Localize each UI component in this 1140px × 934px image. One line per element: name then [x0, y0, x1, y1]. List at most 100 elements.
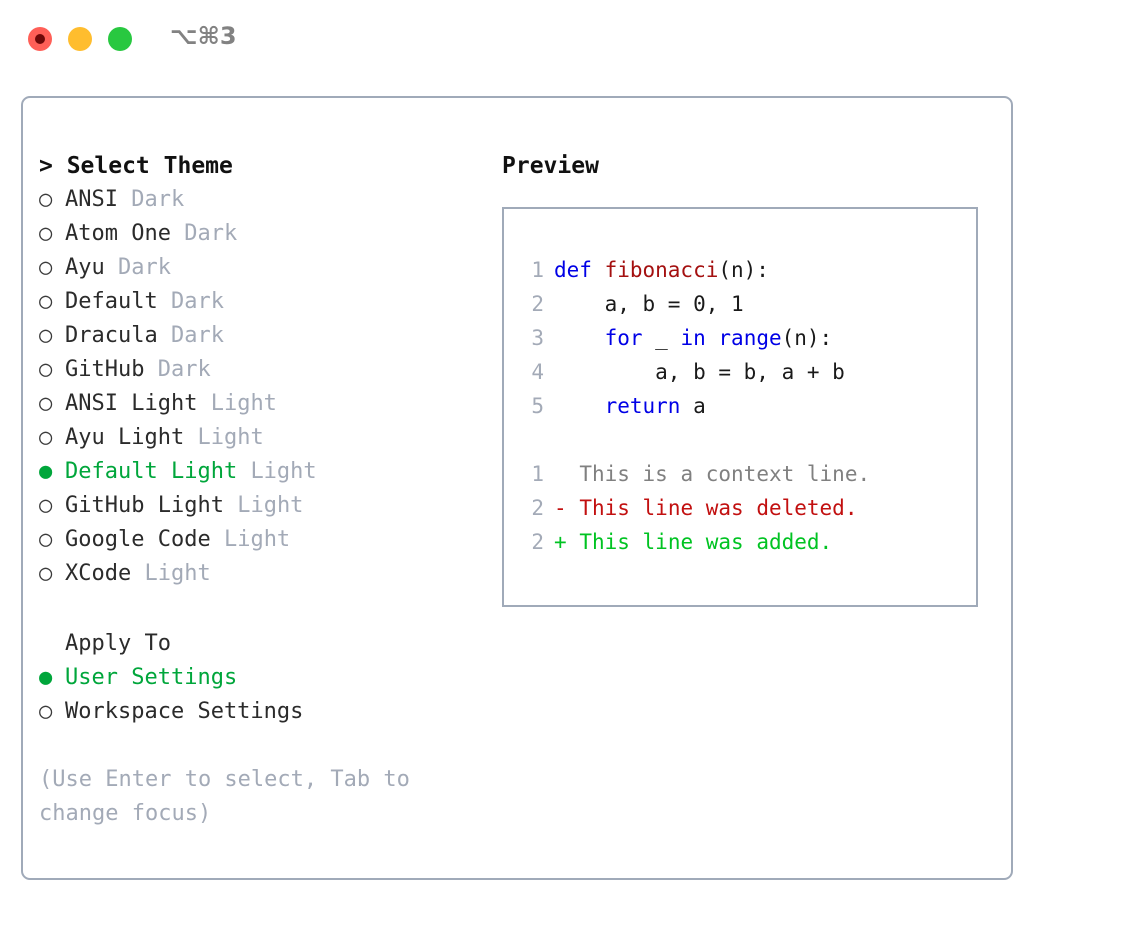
theme-option-mode-tag: Dark: [118, 255, 171, 280]
code-token-kw: def: [554, 258, 605, 282]
radio-unselected-icon: ○: [39, 323, 53, 348]
diff-marker: [554, 462, 567, 486]
theme-option-label: GitHub: [65, 357, 145, 382]
theme-option-ayu-light[interactable]: ○Ayu Light Light: [39, 421, 479, 455]
code-token-fn: fibonacci: [604, 258, 719, 282]
radio-unselected-icon: ○: [39, 561, 53, 586]
theme-option-label: XCode: [65, 561, 132, 586]
apply-to-section: Apply To ●User Settings○Workspace Settin…: [39, 627, 479, 729]
theme-option-label: ANSI: [65, 187, 118, 212]
diff-line-ctx: 1 This is a context line.: [518, 457, 970, 491]
theme-option-mode-tag: Dark: [170, 289, 224, 314]
code-token-kw: return: [604, 394, 681, 418]
theme-option-label: GitHub Light: [65, 493, 224, 518]
theme-option-default-light[interactable]: ● Default Light Light: [39, 455, 479, 489]
theme-option-ayu[interactable]: ○ Ayu Dark: [39, 251, 479, 285]
diff-spacer: [567, 530, 580, 554]
code-token-plain: [554, 394, 605, 418]
theme-options-list[interactable]: ○ ANSI Dark ○ Atom One Dark ○ Ayu Dark ○ Defaul…: [39, 183, 479, 591]
code-line-number: 1: [531, 258, 544, 282]
theme-selector-column: > Select Theme ○ANSI Dark○Atom One Dark○…: [39, 149, 479, 831]
theme-option-mode-tag: Light: [250, 459, 317, 484]
theme-option-xcode[interactable]: ○ XCode Light: [39, 557, 479, 591]
code-token-plain: a, b = b, a + b: [554, 360, 845, 384]
theme-option-mode-tag: Light: [144, 561, 211, 586]
keyboard-hint-text: (Use Enter to select, Tab to change focu…: [39, 767, 424, 826]
apply-to-option-workspace-settings[interactable]: ○ Workspace Settings: [39, 695, 479, 729]
code-token-plain: _: [642, 326, 681, 350]
radio-unselected-icon: ○: [39, 527, 53, 552]
code-token-plain: [554, 326, 605, 350]
theme-option-default[interactable]: ○ Default Dark: [39, 285, 479, 319]
radio-selected-icon: ●: [39, 665, 53, 690]
theme-option-mode-tag: Dark: [157, 357, 211, 382]
theme-option-mode-tag: Dark: [184, 221, 238, 246]
radio-unselected-icon: ○: [39, 391, 53, 416]
code-line: 5 return a: [518, 389, 970, 423]
diff-spacer: [567, 496, 580, 520]
close-icon: [35, 34, 45, 44]
theme-option-google-code[interactable]: ○ Google Code Light: [39, 523, 479, 557]
diff-line-number: 2: [531, 496, 544, 520]
code-line-number: 4: [531, 360, 544, 384]
theme-option-mode-tag: Light: [237, 493, 304, 518]
theme-option-atom-one[interactable]: ○ Atom One Dark: [39, 217, 479, 251]
diff-line-text: This line was deleted.: [579, 496, 858, 520]
code-line-number: 3: [531, 326, 544, 350]
theme-option-label: Google Code: [65, 527, 211, 552]
code-token-plain: (n):: [781, 326, 833, 350]
code-token-kw: range: [718, 326, 782, 350]
theme-option-label: Ayu Light: [65, 425, 185, 450]
diff-line-text: This line was added.: [579, 530, 833, 554]
main-panel: > Select Theme ○ANSI Dark○Atom One Dark○…: [21, 96, 1013, 880]
select-theme-header: > Select Theme: [39, 153, 233, 179]
theme-option-github[interactable]: ○GitHub Dark: [39, 353, 479, 387]
theme-option-label: Default: [65, 289, 158, 314]
code-line-number: 2: [531, 292, 544, 316]
apply-to-options-list[interactable]: ● User Settings ○ Workspace Settings: [39, 661, 479, 729]
apply-to-option-label: User Settings: [65, 665, 238, 690]
radio-unselected-icon: ○: [39, 187, 53, 212]
code-line: 4 a, b = b, a + b: [518, 355, 970, 389]
code-token-plain: a, b = 0, 1: [554, 292, 744, 316]
radio-unselected-icon: ○: [39, 221, 53, 246]
theme-option-mode-tag: Light: [210, 391, 277, 416]
diff-line-add: 2 + This line was added.: [518, 525, 970, 559]
theme-option-dracula[interactable]: ○Dracula Dark: [39, 319, 479, 353]
minimize-window-button[interactable]: [68, 27, 92, 51]
theme-option-label: ANSI Light: [65, 391, 198, 416]
code-line: 1 def fibonacci(n):: [518, 253, 970, 287]
diff-line-number: 2: [531, 530, 544, 554]
radio-unselected-icon: ○: [39, 425, 53, 450]
theme-option-label: Ayu: [65, 255, 105, 280]
theme-option-ansi[interactable]: ○ANSI Dark: [39, 183, 479, 217]
theme-option-ansi-light[interactable]: ○ ANSI Light Light: [39, 387, 479, 421]
theme-option-mode-tag: Light: [223, 527, 291, 552]
apply-to-option-user-settings[interactable]: ● User Settings: [39, 661, 479, 695]
theme-option-label: Default Light: [65, 459, 238, 484]
radio-selected-icon: ●: [39, 459, 53, 484]
radio-unselected-icon: ○: [39, 255, 53, 280]
diff-line-text: This is a context line.: [579, 462, 871, 486]
diff-line-del: 2- This line was deleted.: [518, 491, 970, 525]
theme-option-label: Atom One: [65, 221, 171, 246]
code-line: 3 for _ in range(n):: [518, 321, 970, 355]
title-bar: ⌥⌘3: [0, 0, 1140, 78]
diff-marker: +: [554, 530, 567, 554]
apply-to-option-label: Workspace Settings: [65, 699, 304, 724]
diff-marker: -: [554, 496, 567, 520]
theme-option-label: Dracula: [65, 323, 158, 348]
maximize-window-button[interactable]: [108, 27, 132, 51]
radio-unselected-icon: ○: [39, 289, 53, 314]
radio-unselected-icon: ○: [39, 699, 53, 724]
code-token-plain: (n):: [718, 258, 769, 282]
diff-line-number: 1: [531, 462, 544, 486]
code-token-kw: for: [604, 326, 643, 350]
code-line-number: 5: [531, 394, 544, 418]
theme-option-github-light[interactable]: ○GitHub Light Light: [39, 489, 479, 523]
